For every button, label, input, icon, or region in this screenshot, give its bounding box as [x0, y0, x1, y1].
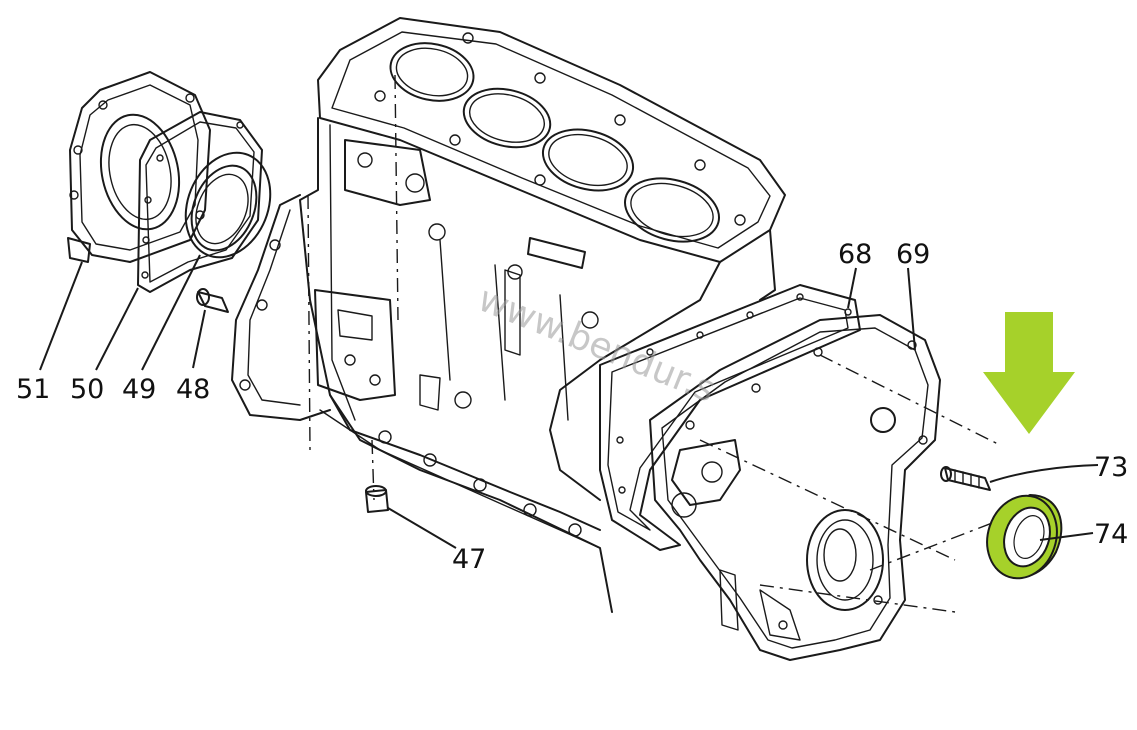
dowel-pin-48 — [196, 288, 229, 313]
part-number-69: 69 — [896, 239, 930, 270]
timing-gear-cover — [649, 314, 1001, 661]
part-number-47: 47 — [452, 544, 486, 575]
part-number-68: 68 — [838, 239, 872, 270]
part-number-51: 51 — [16, 374, 50, 405]
watermark-text: www.bendur.s — [472, 279, 721, 411]
stud-73 — [940, 466, 991, 491]
down-arrow-indicator — [983, 312, 1075, 434]
rear-cover-gasket — [137, 111, 263, 293]
front-crankshaft-oil-seal-highlighted — [986, 493, 1063, 580]
part-number-73: 73 — [1094, 452, 1128, 483]
plug-47 — [365, 485, 389, 513]
part-number-49: 49 — [122, 374, 156, 405]
part-number-50: 50 — [70, 374, 104, 405]
front-plate-gasket — [599, 284, 861, 551]
rear-oil-seal-housing — [67, 71, 211, 263]
part-number-48: 48 — [176, 374, 210, 405]
rear-crankshaft-oil-seal — [184, 151, 272, 259]
cylinder-block — [231, 17, 786, 613]
part-number-74: 74 — [1094, 519, 1128, 550]
leader-lines — [39, 254, 1099, 549]
